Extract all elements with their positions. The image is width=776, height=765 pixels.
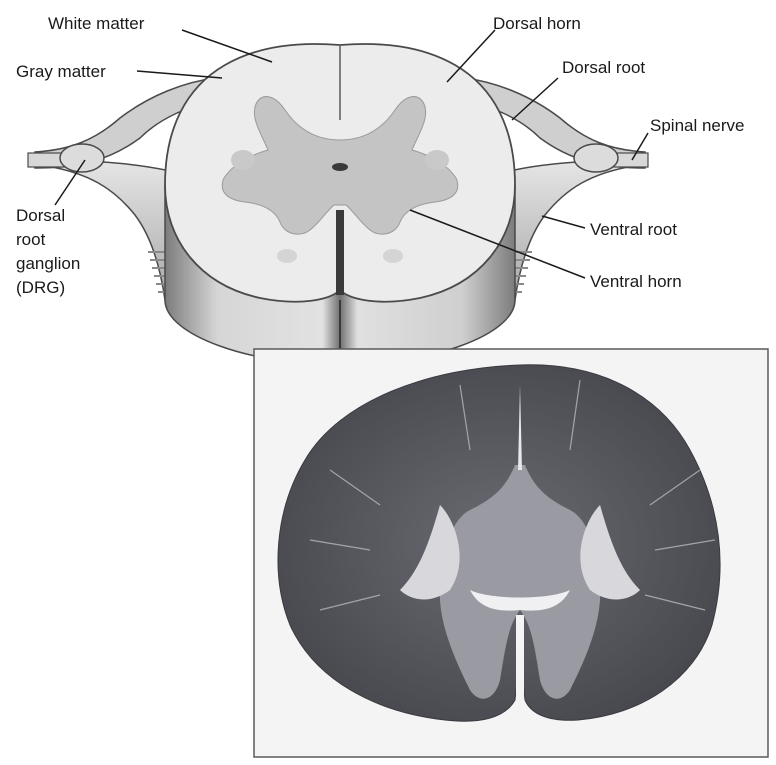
left-dorsal-root-ganglion xyxy=(60,144,104,172)
label-gray-matter: Gray matter xyxy=(16,62,106,82)
right-dorsal-root-ganglion xyxy=(574,144,618,172)
spinal-cord-diagram xyxy=(28,44,648,365)
label-dorsal-horn: Dorsal horn xyxy=(493,14,581,34)
label-dorsal-root-ganglion: Dorsal root ganglion (DRG) xyxy=(16,204,80,300)
central-canal xyxy=(332,163,348,171)
label-spinal-nerve: Spinal nerve xyxy=(650,116,745,136)
label-white-matter: White matter xyxy=(48,14,144,34)
label-dorsal-root: Dorsal root xyxy=(562,58,645,78)
label-ventral-horn: Ventral horn xyxy=(590,272,682,292)
histology-micrograph xyxy=(254,349,768,757)
label-ventral-root: Ventral root xyxy=(590,220,677,240)
